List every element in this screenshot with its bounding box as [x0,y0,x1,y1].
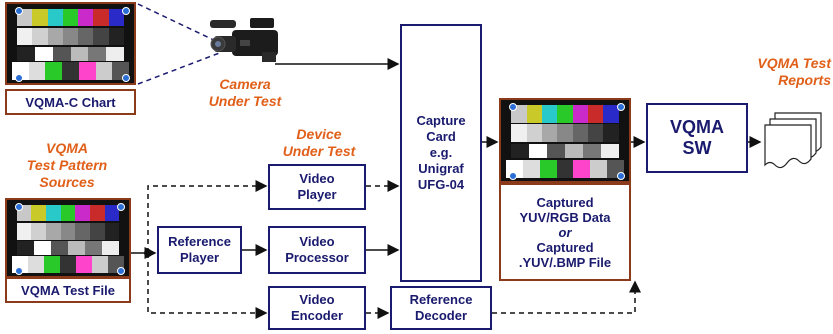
junction-to-video-player [147,180,268,253]
vqma-c-chart-image [5,2,136,85]
capture-card-box: Capture Card e.g. Unigraf UFG-04 [400,24,482,282]
vqma-test-reports-label: VQMA Test Reports [757,55,831,88]
video-encoder-box: Video Encoder [268,286,366,330]
camera-view-line-bottom [137,51,223,85]
video-processor-box: Video Processor [268,226,366,274]
vqma-c-chart-label: VQMA-C Chart [5,89,136,115]
camera-under-test-label: Camera Under Test [208,76,282,109]
vqma-test-file-image [5,198,131,278]
captured-data-label-2: Captured .YUV/.BMP File [518,239,612,270]
captured-data-or-label: or [558,224,572,240]
video-player-box: Video Player [268,164,366,210]
captured-frame-image [499,98,631,183]
decoder-to-captured [492,280,641,314]
vqma-test-file-label: VQMA Test File [5,277,131,303]
junction-to-video-encoder [147,253,268,319]
device-under-test-label: Device Under Test [282,126,356,159]
document-stack-icon [764,112,822,169]
camera-view-line-top [137,3,223,45]
captured-data-box: Captured YUV/RGB Data or Captured .YUV/.… [499,183,631,281]
reference-player-box: Reference Player [157,226,242,274]
video-camera-icon [210,18,278,62]
captured-data-label-1: Captured YUV/RGB Data [519,194,611,225]
vqma-test-pattern-sources-label: VQMA Test Pattern Sources [26,140,108,190]
vqma-sw-box: VQMA SW [646,103,748,173]
reference-decoder-box: Reference Decoder [390,286,492,330]
